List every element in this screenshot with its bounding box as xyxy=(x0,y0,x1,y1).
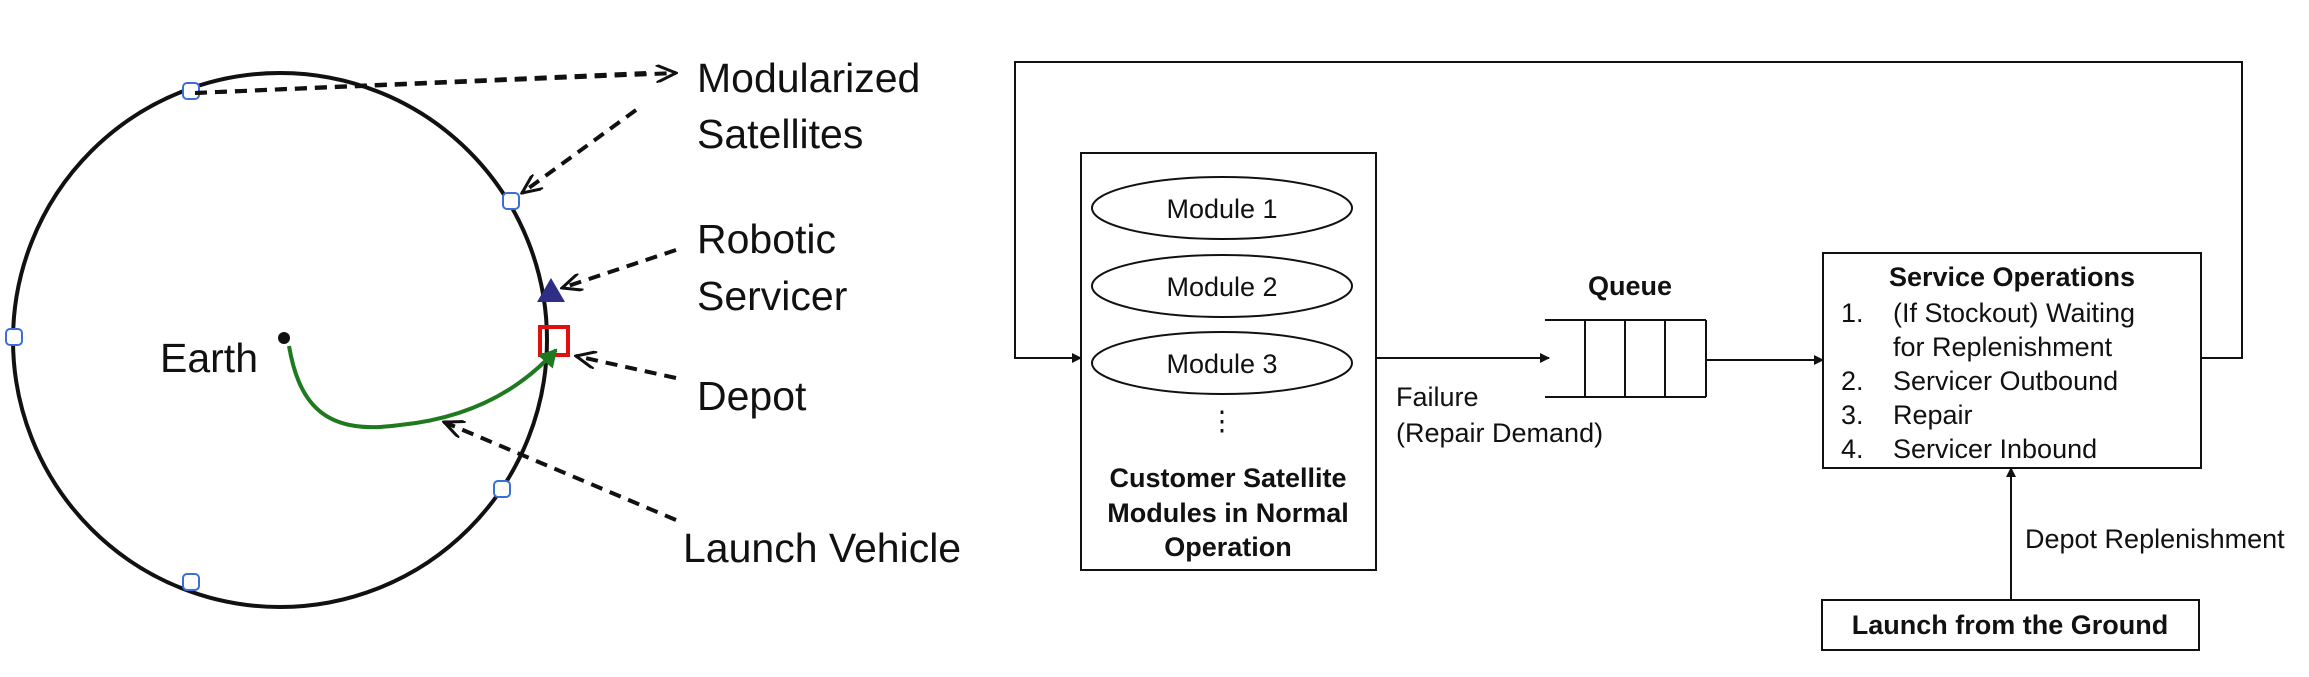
callout-arrows xyxy=(194,71,677,522)
callout-arrow xyxy=(562,248,677,288)
failure-label-line-2: (Repair Demand) xyxy=(1396,418,1603,448)
callout-arrow xyxy=(444,422,677,522)
depot-replenishment-label: Depot Replenishment xyxy=(2025,524,2285,554)
earth-label: Earth xyxy=(160,335,258,381)
callout-arrow xyxy=(576,356,677,380)
satellite-icon xyxy=(182,573,200,591)
module-3-label: Module 3 xyxy=(1166,349,1277,379)
modularized-satellites-label-2: Satellites xyxy=(697,111,863,157)
service-step-1-line-1: (If Stockout) Waiting xyxy=(1893,298,2135,328)
service-step-2-label: Servicer Outbound xyxy=(1893,366,2118,396)
queue-icon xyxy=(1545,319,1707,398)
launch-trajectory xyxy=(287,345,558,430)
customer-title-line-2: Modules in Normal xyxy=(1107,498,1349,528)
module-1-ellipse xyxy=(1091,176,1353,240)
callout-arrow xyxy=(522,108,638,193)
more-modules-ellipsis: ⋮ xyxy=(1209,406,1236,436)
module-2-ellipse xyxy=(1091,254,1353,318)
service-step-4-label: Servicer Inbound xyxy=(1893,434,2097,464)
feedback-loop-arrow xyxy=(1014,61,2243,363)
queue-label: Queue xyxy=(1588,271,1672,301)
robotic-servicer-icon xyxy=(537,278,565,302)
service-step-2-num: 2. xyxy=(1841,366,1864,396)
robotic-servicer-label-1: Robotic xyxy=(697,216,836,262)
launch-vehicle-label: Launch Vehicle xyxy=(683,525,961,571)
satellite-markers xyxy=(5,82,520,591)
satellite-icon xyxy=(502,192,520,210)
module-3-ellipse xyxy=(1091,331,1353,395)
orbit-panel: Earth Modularized Satellites Robotic Ser… xyxy=(5,55,961,609)
service-step-3-num: 3. xyxy=(1841,400,1864,430)
depot-label: Depot xyxy=(697,373,807,419)
customer-title-line-3: Operation xyxy=(1164,532,1292,562)
launch-from-ground-label: Launch from the Ground xyxy=(1852,610,2169,640)
satellite-icon xyxy=(493,480,511,498)
callout-arrow xyxy=(194,71,647,95)
earth-icon xyxy=(278,332,290,344)
service-operations-title: Service Operations xyxy=(1889,262,2135,292)
robotic-servicer-label-2: Servicer xyxy=(697,273,847,319)
service-step-4-num: 4. xyxy=(1841,434,1864,464)
satellite-icon xyxy=(5,328,23,346)
customer-title-line-1: Customer Satellite xyxy=(1109,463,1346,493)
module-1-label: Module 1 xyxy=(1166,194,1277,224)
service-step-3-label: Repair xyxy=(1893,400,1973,430)
flow-diagram: Module 1 Module 2 Module 3 ⋮ Customer Sa… xyxy=(1014,61,2285,651)
service-step-1-num: 1. xyxy=(1841,298,1864,328)
modularized-satellites-label-1: Modularized xyxy=(697,55,920,101)
failure-label-line-1: Failure xyxy=(1396,382,1479,412)
customer-satellite-box xyxy=(1080,152,1377,571)
module-2-label: Module 2 xyxy=(1166,272,1277,302)
service-step-1-line-2: for Replenishment xyxy=(1893,332,2113,362)
